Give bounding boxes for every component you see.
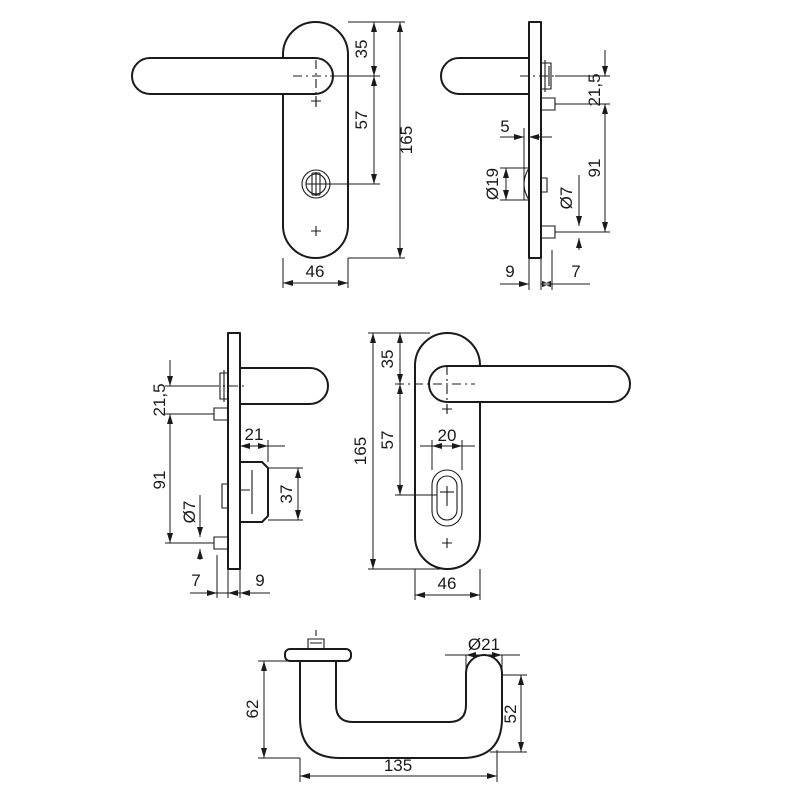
lever-top-view: Ø21 62 52 135 <box>243 630 527 782</box>
dim-9-mid <box>228 569 270 598</box>
label-46-front: 46 <box>306 262 325 281</box>
screw-mark-lower-2 <box>442 538 452 548</box>
label-dia19-side: Ø19 <box>483 168 502 200</box>
fixing-stud-upper-2 <box>213 407 228 421</box>
front-view-top-left: 35 57 165 46 <box>131 21 416 288</box>
fixing-stud-lower <box>541 225 556 239</box>
backplate-side <box>528 21 542 259</box>
backplate-side-2 <box>227 332 241 570</box>
label-165-front: 165 <box>397 126 416 154</box>
dim-7-side <box>541 250 590 290</box>
dim-dia19-side <box>500 167 528 201</box>
label-57-front-2: 57 <box>378 431 397 450</box>
profile-cylinder-escutcheon <box>431 469 463 527</box>
label-91-mid: 91 <box>150 471 169 490</box>
dim-165-front-2 <box>368 332 440 570</box>
label-35-front-2: 35 <box>378 350 397 369</box>
fixing-stud-lower-2 <box>213 536 228 550</box>
label-21-5-side: 21,5 <box>585 73 604 106</box>
lever-handle-2 <box>428 365 631 403</box>
label-46-front-2: 46 <box>438 574 457 593</box>
fixing-stud-upper <box>541 97 556 111</box>
privacy-turn-knob <box>301 169 331 199</box>
label-135-top: 135 <box>384 756 412 775</box>
label-21-5-mid: 21,5 <box>150 383 169 416</box>
dim-37-mid <box>268 467 303 521</box>
backplate-outline-2 <box>414 332 481 570</box>
label-dia7-side: Ø7 <box>557 187 576 210</box>
dim-dia7-mid <box>197 495 203 560</box>
dim-dia21-top <box>445 652 520 673</box>
backplate-outline <box>282 21 349 259</box>
dim-21-mid <box>239 440 285 462</box>
dim-9-side <box>500 258 542 290</box>
label-91-side: 91 <box>585 159 604 178</box>
dim-91-side <box>555 104 610 233</box>
lever-side-2 <box>239 367 329 405</box>
rose-plate-top <box>284 648 352 662</box>
label-165-front-2: 165 <box>351 437 370 465</box>
cylinder-shroud <box>239 461 269 523</box>
screw-mark-upper <box>311 96 321 106</box>
label-57-front: 57 <box>352 111 371 130</box>
label-dia7-mid: Ø7 <box>180 501 199 524</box>
lever-u-profile <box>299 654 503 759</box>
lever-handle <box>131 57 334 95</box>
cylinder-stub <box>221 483 228 509</box>
dim-52-top <box>490 674 527 753</box>
screw-mark-upper-2 <box>442 404 452 414</box>
dim-46-front-2 <box>414 569 481 600</box>
side-view-middle-left: 21,5 91 Ø7 21 37 7 9 <box>150 332 329 598</box>
side-view-top-right: 21,5 91 5 Ø19 Ø7 9 7 <box>440 21 610 290</box>
dim-35-front-2 <box>395 332 430 384</box>
label-9-side: 9 <box>505 262 514 281</box>
spindle-top <box>307 630 325 649</box>
label-dia21-top: Ø21 <box>468 635 500 654</box>
front-view-middle-right: 35 57 165 20 46 <box>351 332 631 600</box>
dim-35-front <box>330 21 380 77</box>
dim-91-mid <box>165 414 214 544</box>
screw-mark-lower <box>311 226 321 236</box>
cylinder-detail <box>240 470 253 514</box>
dim-57-front-2 <box>395 384 437 496</box>
dim-20-front-2 <box>420 440 475 470</box>
dim-165-front <box>348 21 405 259</box>
label-7-side: 7 <box>571 262 580 281</box>
label-7-mid: 7 <box>191 571 200 590</box>
dim-21-5-mid <box>165 360 214 440</box>
dim-dia7-side <box>576 175 582 250</box>
dim-62-top <box>258 660 300 759</box>
dim-46-front <box>282 258 349 288</box>
label-20-front-2: 20 <box>438 426 457 445</box>
lever-side <box>440 57 530 95</box>
label-52-top: 52 <box>501 705 520 724</box>
label-5-side: 5 <box>500 117 509 136</box>
label-9-mid: 9 <box>255 571 264 590</box>
label-62-top: 62 <box>243 700 262 719</box>
label-37-mid: 37 <box>277 485 296 504</box>
dim-57-front <box>326 76 380 185</box>
dim-135-top <box>299 750 498 782</box>
label-21-mid: 21 <box>245 425 264 444</box>
turn-spindle-side <box>541 177 548 193</box>
dim-5-side <box>500 128 552 200</box>
label-35-front: 35 <box>352 40 371 59</box>
